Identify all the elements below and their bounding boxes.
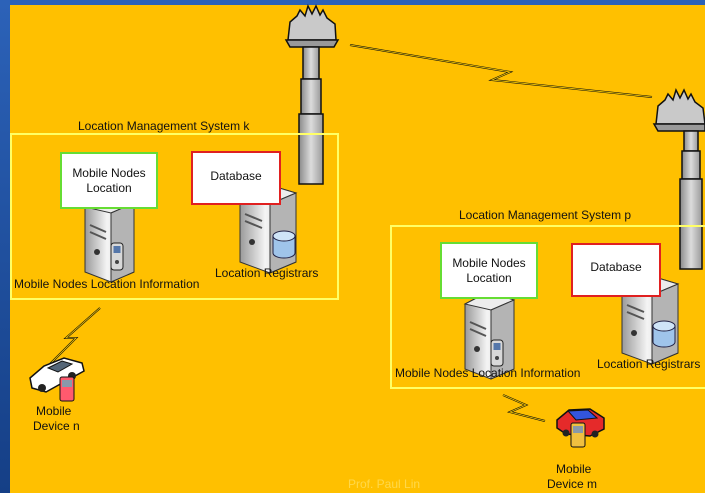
antenna-tower-icon <box>284 3 340 185</box>
device-n-label-line2: Device n <box>33 419 80 433</box>
database-cylinder-icon <box>652 320 676 348</box>
handset-icon <box>490 339 504 367</box>
system-p-registrar-caption: Location Registrars <box>597 357 701 371</box>
author-credit: Prof. Paul Lin <box>348 477 421 491</box>
system-p-node-caption: Mobile Nodes Location Information <box>395 366 581 380</box>
handset-icon <box>570 422 586 448</box>
car-icon <box>29 357 85 393</box>
lightning-link-icon <box>47 307 101 367</box>
database-cylinder-icon <box>272 230 296 259</box>
location-management-system-p <box>390 225 705 389</box>
lightning-link-icon <box>349 44 653 98</box>
system-p-database-box: Database <box>571 243 661 297</box>
antenna-tower-icon <box>652 87 705 270</box>
lightning-link-icon <box>502 394 546 422</box>
device-m-label-line2: Device m <box>547 477 598 491</box>
system-k-database-box: Database <box>191 151 281 205</box>
frame-left <box>0 0 10 493</box>
system-k-node-caption: Mobile Nodes Location Information <box>14 277 200 291</box>
frame-top <box>0 0 705 5</box>
handset-icon <box>59 376 75 402</box>
system-k-node-box: Mobile Nodes Location <box>60 152 158 209</box>
device-m-label-line1: Mobile <box>556 462 592 476</box>
system-k-registrar-caption: Location Registrars <box>215 266 319 280</box>
device-n-label-line1: Mobile <box>36 404 72 418</box>
system-p-node-box: Mobile Nodes Location <box>440 242 538 299</box>
location-management-system-k <box>10 133 339 300</box>
system-k-title: Location Management System k <box>78 119 250 133</box>
system-p-title: Location Management System p <box>459 208 632 222</box>
handset-icon <box>110 242 124 271</box>
